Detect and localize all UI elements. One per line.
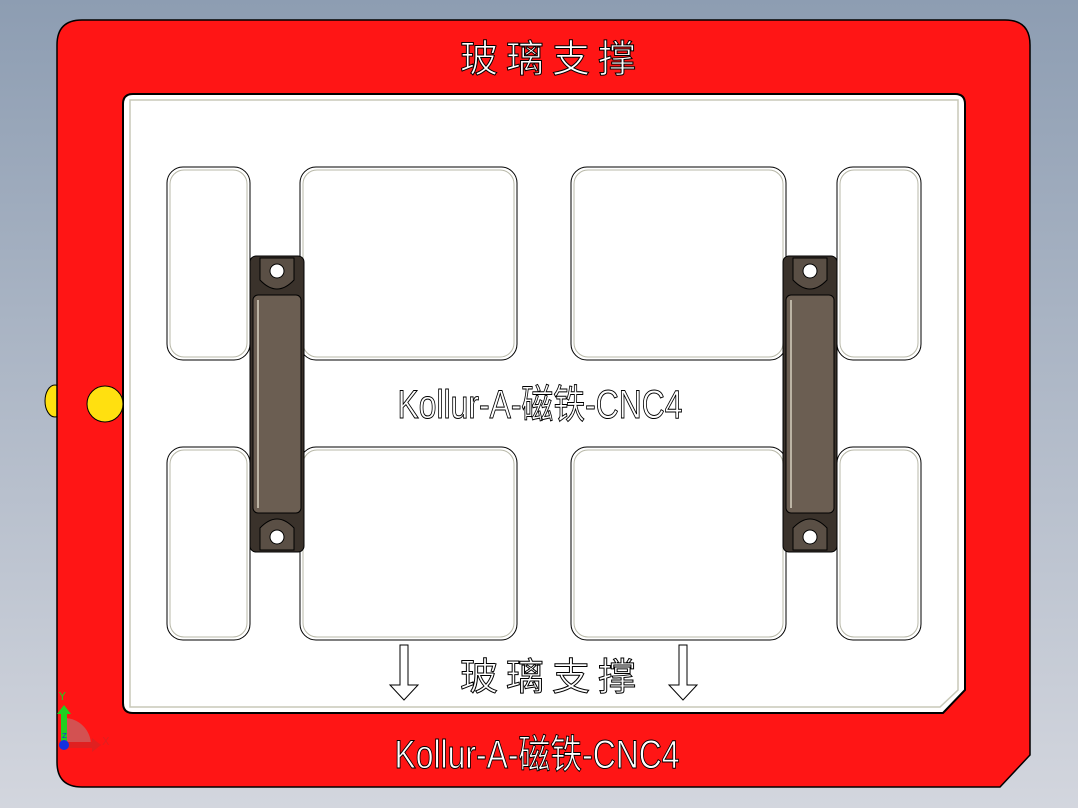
glass-support-plate[interactable] (122, 93, 966, 714)
svg-text:Y: Y (58, 690, 66, 703)
bolt-hole (269, 529, 285, 545)
svg-text:Z: Z (62, 732, 67, 740)
bottom-label-en: Kollur-A-磁铁-CNC4 (395, 733, 680, 777)
svg-text:X: X (102, 735, 110, 748)
center-label: Kollur-A-磁铁-CNC4 (398, 383, 683, 427)
bolt-hole (269, 263, 285, 279)
magnet-handle-left[interactable] (249, 255, 305, 553)
magnet-handle-right[interactable] (782, 255, 838, 553)
bolt-hole (802, 263, 818, 279)
bottom-label-cn: 玻璃支撑 (460, 655, 644, 699)
down-arrow-icon (388, 644, 420, 701)
down-arrow-icon (667, 644, 699, 701)
top-label: 玻璃支撑 (460, 37, 644, 81)
coordinate-triad-icon: Y X Z (57, 690, 110, 752)
yellow-marker (86, 385, 124, 423)
bolt-hole (802, 529, 818, 545)
